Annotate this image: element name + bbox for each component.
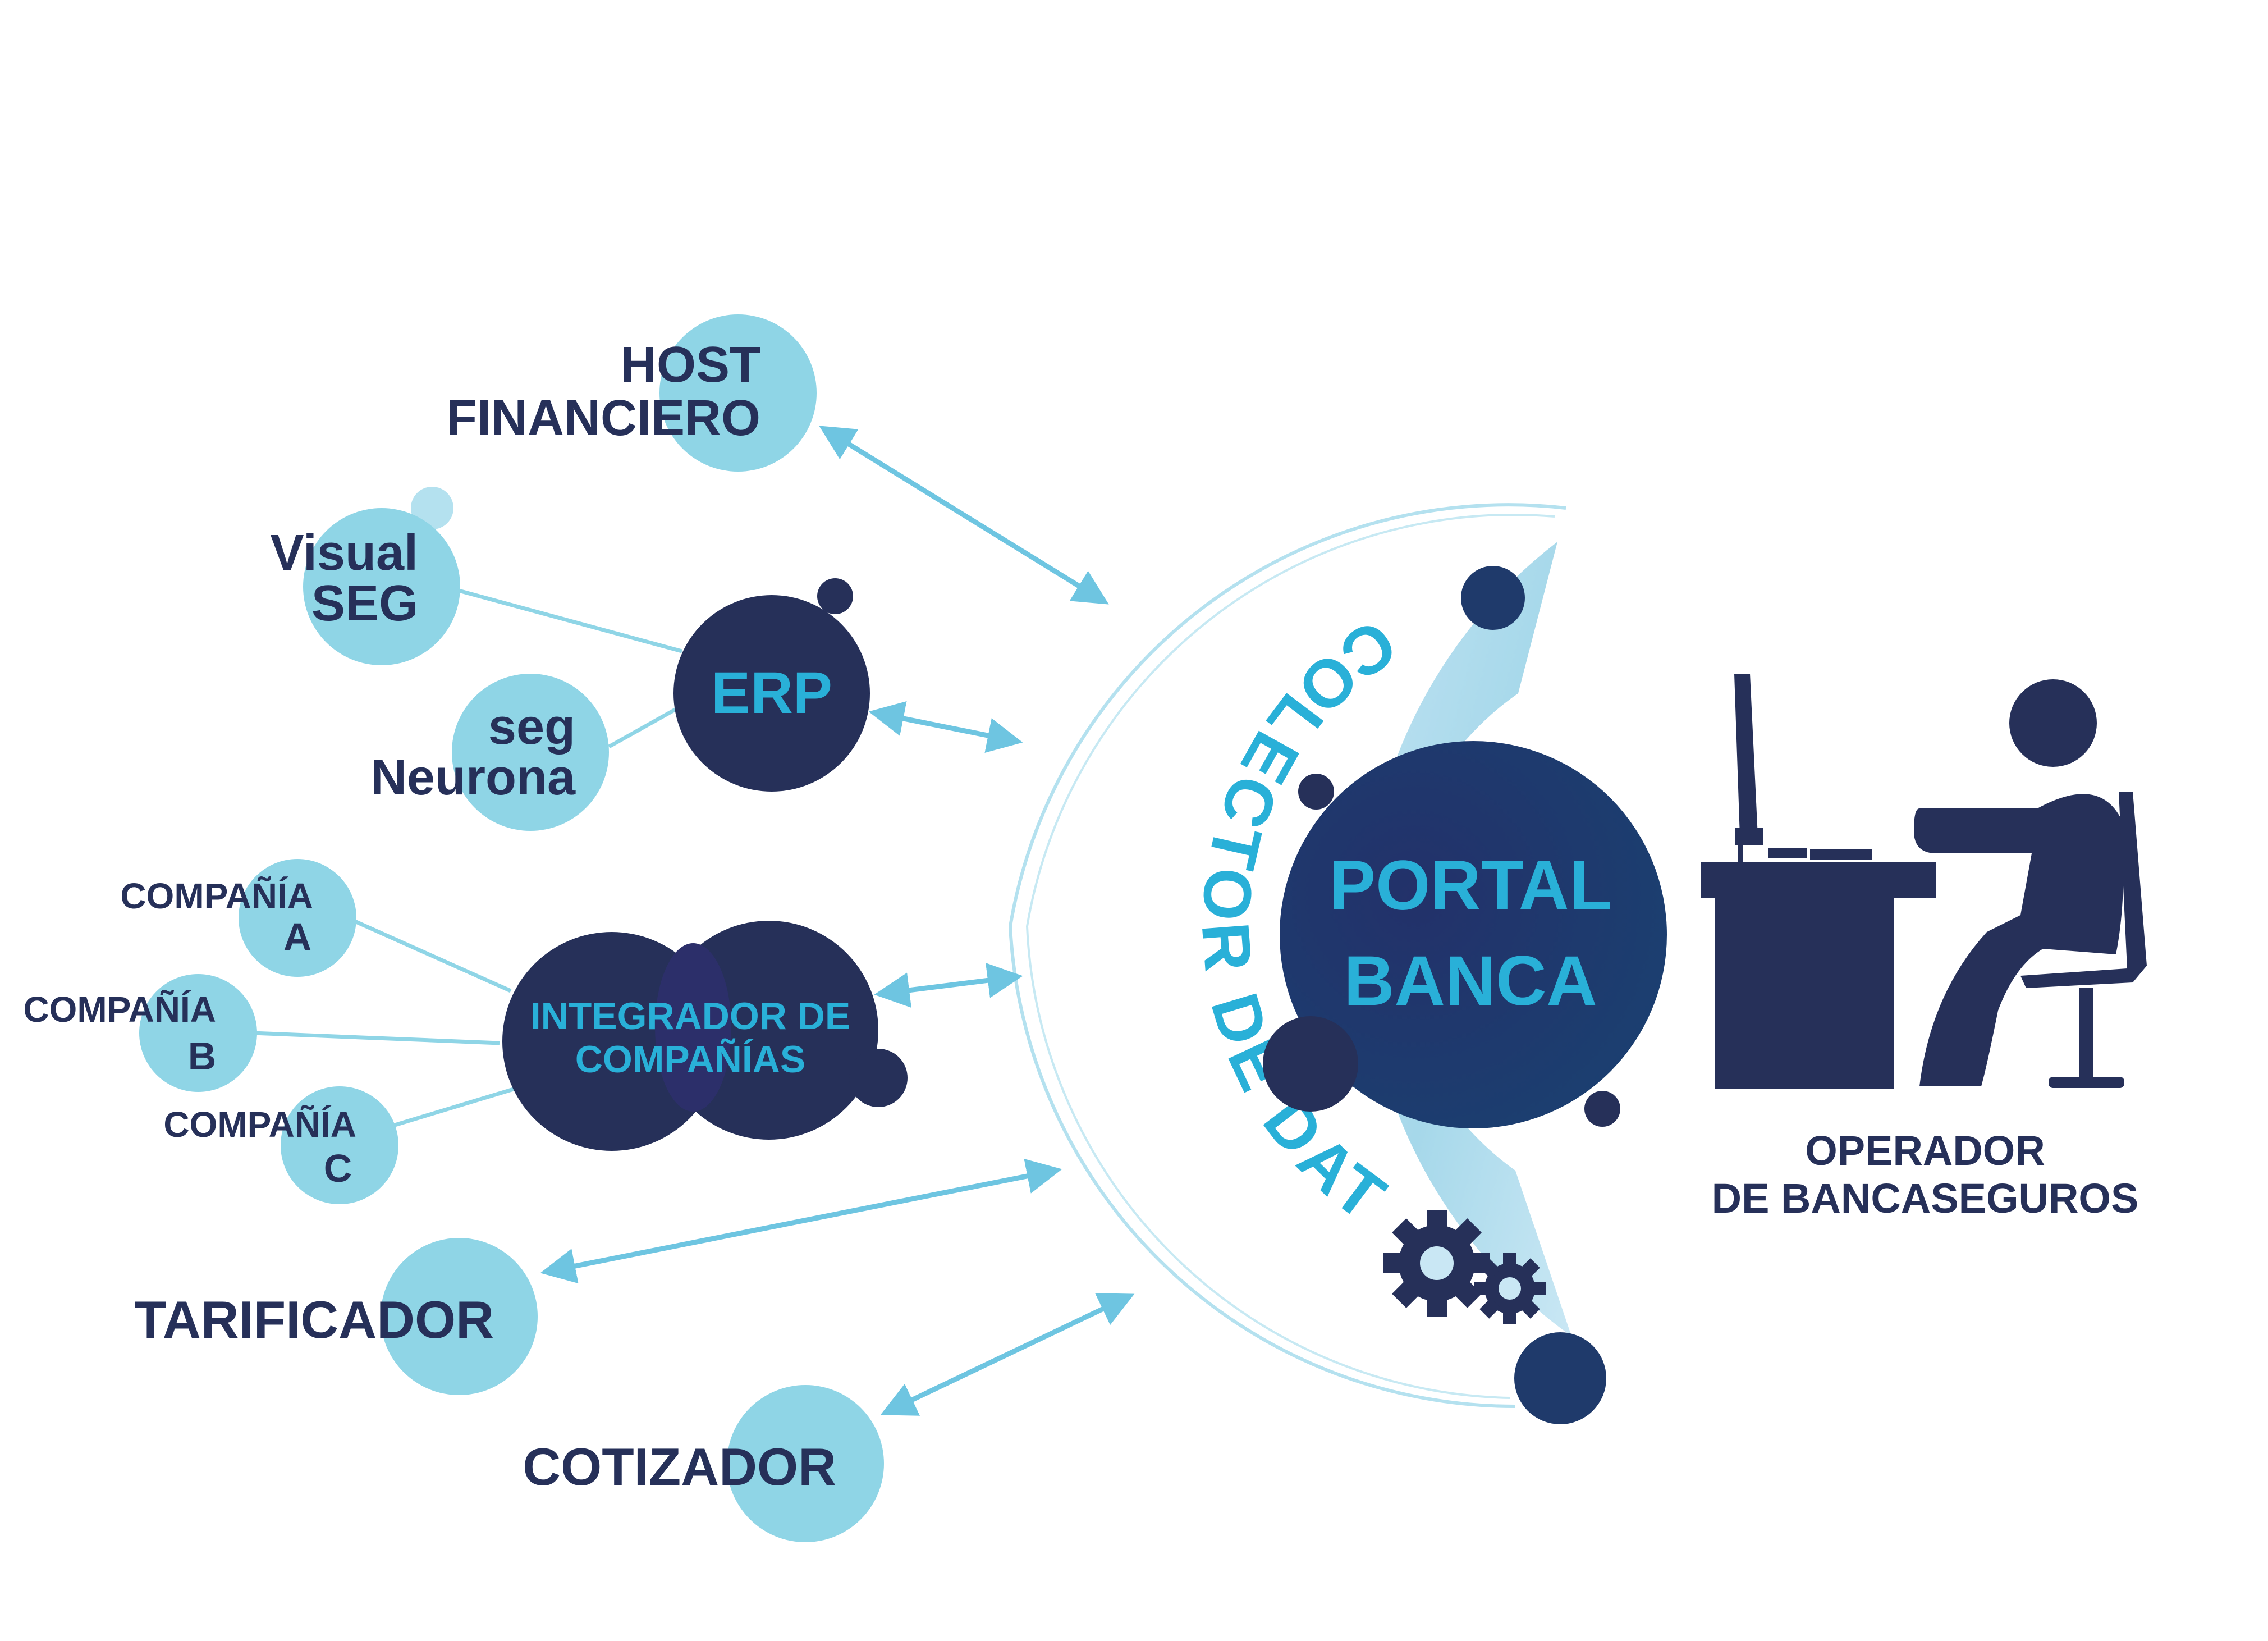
- collector-rings: [1008, 503, 1566, 1409]
- visual-seg-label-line1: Visual: [271, 525, 419, 581]
- cotizador-node: [727, 1385, 884, 1542]
- portal-dot-left: [1263, 1016, 1358, 1112]
- compania-c-label-line1: COMPAÑÍA: [163, 1104, 356, 1145]
- erp-node: [673, 595, 870, 792]
- arrow-cotizador: [880, 1293, 1135, 1416]
- visual-seg-label-line2: SEG: [311, 575, 418, 632]
- labels: HOST FINANCIERO Visual SEG seg Neurona E…: [23, 337, 2138, 1496]
- arc-dot-bottom: [1514, 1332, 1606, 1424]
- compania-a-label-line1: COMPAÑÍA: [120, 876, 313, 916]
- operator-at-desk-icon: [1701, 674, 2147, 1089]
- tarificador-node: [381, 1238, 538, 1395]
- compania-b-label-line2: B: [188, 1034, 217, 1078]
- compania-a-label-line2: A: [283, 915, 312, 959]
- operator-label-line1: OPERADOR: [1805, 1127, 2045, 1174]
- double-arrows: [540, 426, 1135, 1416]
- host-financiero-node: [659, 314, 817, 472]
- compania-a-node: [239, 859, 356, 977]
- visual-seg-node: [303, 508, 460, 665]
- integrador-overlap: [655, 943, 731, 1112]
- arc-dot-top: [1461, 566, 1525, 630]
- compania-c-label-line2: C: [324, 1146, 352, 1190]
- host-label-line2: FINANCIERO: [446, 390, 760, 446]
- operator-label-line2: DE BANCASEGUROS: [1712, 1175, 2139, 1222]
- compania-c-node: [281, 1086, 398, 1204]
- portal-label-line2: BANCA: [1344, 942, 1597, 1020]
- erp-small-dot: [817, 578, 853, 614]
- arrow-erp: [868, 701, 1023, 753]
- small-dot: [411, 487, 453, 529]
- seg-neurona-label-line2: Neurona: [370, 749, 576, 806]
- portal-dot-top: [1298, 774, 1334, 810]
- host-label-line1: HOST: [620, 337, 760, 393]
- integrador-small-dot: [849, 1049, 908, 1107]
- arrow-integrador: [874, 962, 1023, 1008]
- connector-lines: [252, 587, 682, 1128]
- portal-label-line1: PORTAL: [1329, 847, 1612, 925]
- integrador-label-line2: COMPAÑÍAS: [575, 1038, 806, 1081]
- compania-b-node: [139, 974, 257, 1092]
- compania-b-label-line1: COMPAÑÍA: [23, 989, 216, 1030]
- portal-dot-right: [1584, 1091, 1620, 1127]
- seg-neurona-label-line1: seg: [488, 699, 575, 755]
- integrador-label-line1: INTEGRADOR DE: [530, 995, 850, 1037]
- cotizador-label: COTIZADOR: [523, 1437, 836, 1496]
- gears-icon: [1383, 1210, 1546, 1324]
- portal-node: [1280, 741, 1667, 1128]
- collector-arc: [1364, 542, 1571, 1336]
- arrow-host: [819, 426, 1109, 605]
- seg-neurona-node: [452, 674, 609, 831]
- erp-label: ERP: [711, 660, 832, 726]
- tarificador-label: TARIFICADOR: [134, 1290, 494, 1349]
- arrow-tarificador: [540, 1158, 1062, 1284]
